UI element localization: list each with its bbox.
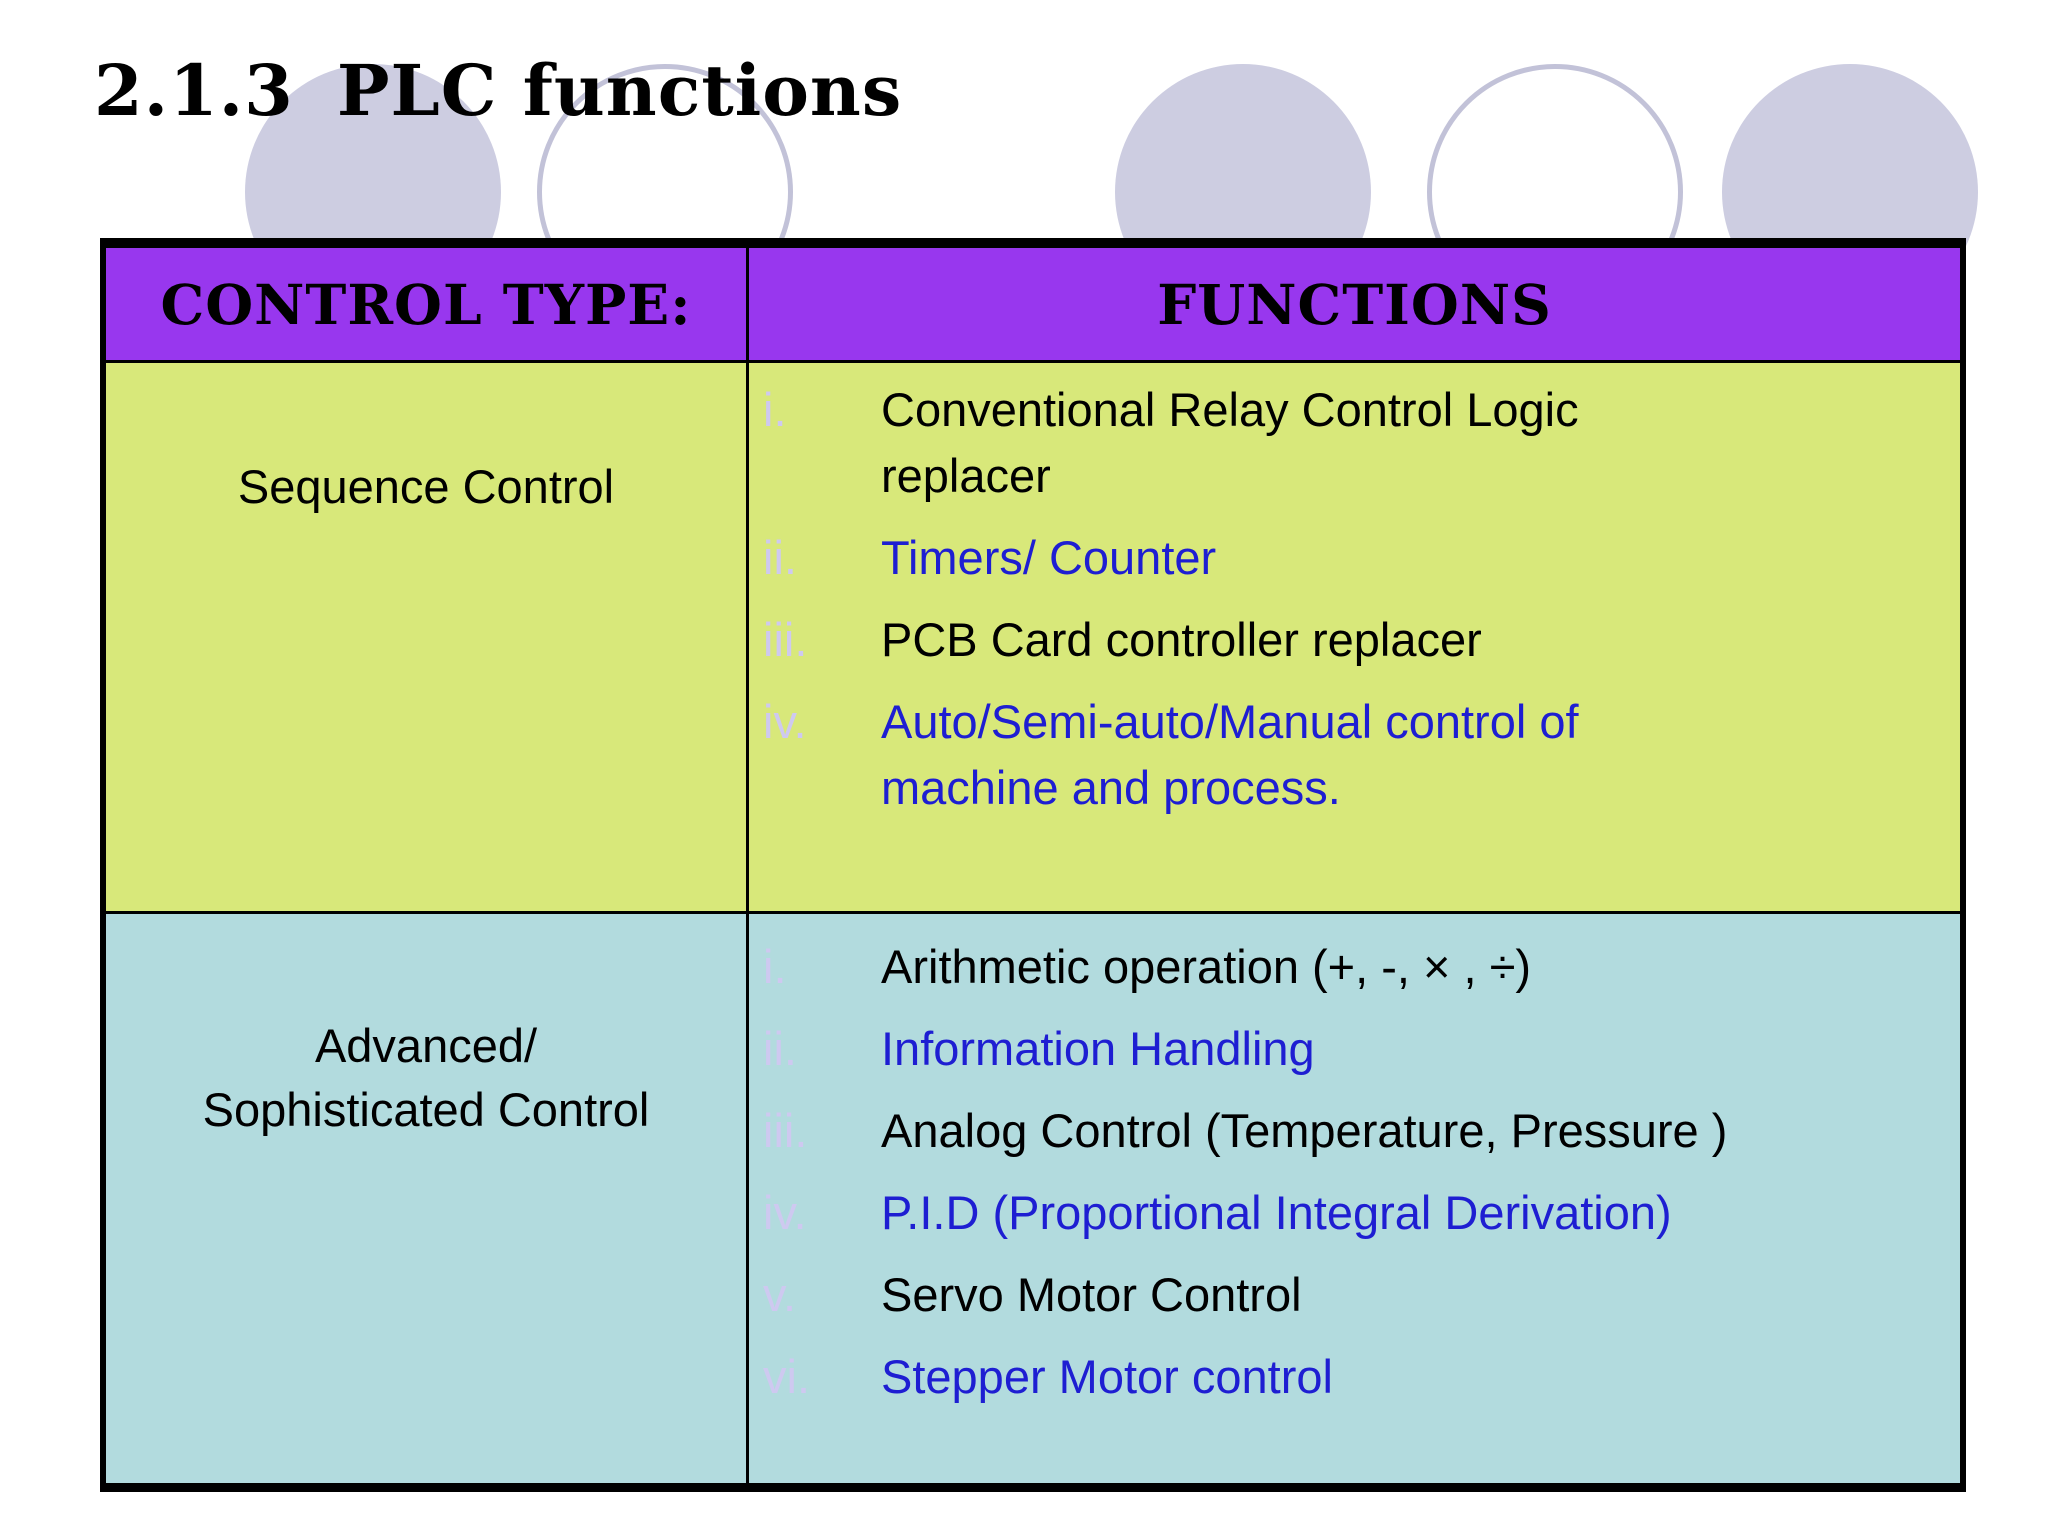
control-type-line: Advanced/ xyxy=(314,1019,538,1072)
header-control-type: CONTROL TYPE: xyxy=(106,248,746,360)
page-title: 2.1.3 PLC functions xyxy=(94,52,902,129)
control-type-line: Sequence Control xyxy=(237,460,615,513)
functions-list: i. Conventional Relay Control Logic repl… xyxy=(749,363,1960,821)
list-item-text: Conventional Relay Control Logic replace… xyxy=(881,383,1579,502)
list-item: iii. Analog Control (Temperature, Pressu… xyxy=(749,1098,1960,1164)
cell-control-type-sequence: Sequence Control xyxy=(106,363,746,911)
list-item-number: iii. xyxy=(763,1104,808,1157)
list-item: iii. PCB Card controller replacer xyxy=(749,607,1960,673)
title-text: PLC functions xyxy=(336,49,903,132)
list-item-text: Auto/Semi-auto/Manual control of machine… xyxy=(881,695,1579,814)
title-number: 2.1.3 xyxy=(94,49,294,132)
list-item: i. Arithmetic operation (+, -, × , ÷) xyxy=(749,934,1960,1000)
plc-functions-table: CONTROL TYPE: FUNCTIONS Sequence Control… xyxy=(100,238,1966,1492)
header-functions: FUNCTIONS xyxy=(749,248,1960,360)
list-item-text: Analog Control (Temperature, Pressure ) xyxy=(881,1104,1728,1157)
cell-functions-sequence: i. Conventional Relay Control Logic repl… xyxy=(749,363,1960,911)
list-item-number: iv. xyxy=(763,695,807,748)
functions-list: i. Arithmetic operation (+, -, × , ÷) ii… xyxy=(749,914,1960,1410)
cell-control-type-advanced: Advanced/ Sophisticated Control xyxy=(106,914,746,1483)
cell-functions-advanced: i. Arithmetic operation (+, -, × , ÷) ii… xyxy=(749,914,1960,1483)
list-item: iv. P.I.D (Proportional Integral Derivat… xyxy=(749,1180,1960,1246)
list-item-text: Stepper Motor control xyxy=(881,1350,1333,1403)
list-item-number: iii. xyxy=(763,613,808,666)
list-item-text: Information Handling xyxy=(881,1022,1315,1075)
list-item-text: Servo Motor Control xyxy=(881,1268,1302,1321)
list-item-number: ii. xyxy=(763,1022,797,1075)
list-item-text: Timers/ Counter xyxy=(881,531,1217,584)
list-item-number: i. xyxy=(763,383,787,436)
list-item-number: vi. xyxy=(763,1350,810,1403)
list-item-text: PCB Card controller replacer xyxy=(881,613,1482,666)
list-item: ii. Information Handling xyxy=(749,1016,1960,1082)
control-type-label: Advanced/ Sophisticated Control xyxy=(106,1014,746,1142)
list-item-number: v. xyxy=(763,1268,797,1321)
list-item: vi. Stepper Motor control xyxy=(749,1344,1960,1410)
list-item-number: i. xyxy=(763,940,787,993)
list-item: ii. Timers/ Counter xyxy=(749,525,1960,591)
control-type-line: Sophisticated Control xyxy=(202,1083,650,1136)
list-item: v. Servo Motor Control xyxy=(749,1262,1960,1328)
list-item-number: ii. xyxy=(763,531,797,584)
list-item-number: iv. xyxy=(763,1186,807,1239)
list-item-text: P.I.D (Proportional Integral Derivation) xyxy=(881,1186,1672,1239)
list-item-text: Arithmetic operation (+, -, × , ÷) xyxy=(881,940,1532,993)
list-item: i. Conventional Relay Control Logic repl… xyxy=(749,377,1960,509)
list-item: iv. Auto/Semi-auto/Manual control of mac… xyxy=(749,689,1960,821)
control-type-label: Sequence Control xyxy=(106,455,746,519)
